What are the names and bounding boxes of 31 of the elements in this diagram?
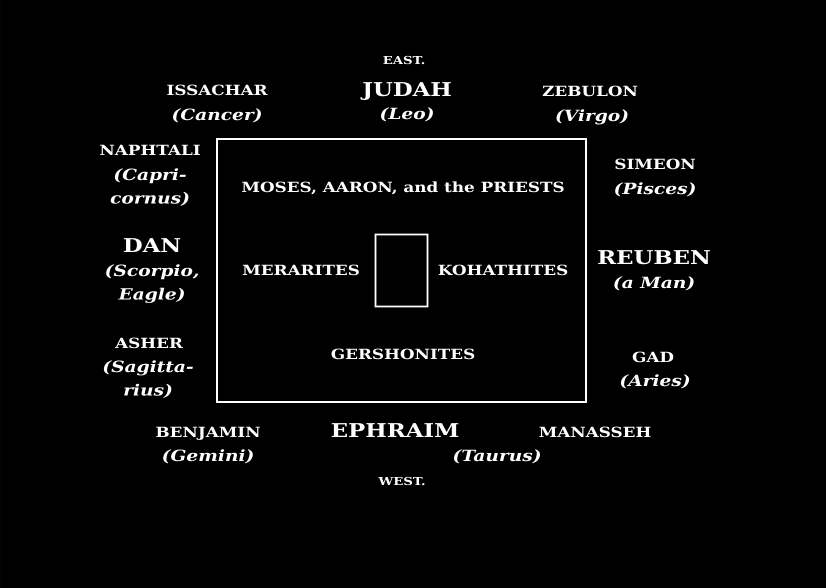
tribe-name: NAPHTALI [100, 144, 200, 155]
tribe-name: REUBEN [598, 250, 710, 264]
tribe-name: EPHRAIM [332, 423, 458, 437]
section-label: GERSHONITES [332, 348, 474, 360]
tribe-name: JUDAH [360, 82, 451, 100]
section-label: MERARITES [242, 264, 359, 276]
tribe-name: ASHER [114, 338, 183, 348]
tribe-name: GAD [632, 352, 674, 362]
section-label: KOHATHITES [438, 264, 568, 276]
zodiac-sign: (Cancer) [173, 108, 261, 122]
zodiac-sign: (Aries) [620, 374, 690, 388]
tribe-name: DAN [124, 238, 180, 252]
direction-label: WEST. [378, 476, 424, 486]
direction-label: EAST. [383, 56, 424, 64]
zodiac-sign: (Virgo) [556, 109, 628, 124]
tribe-name: MANASSEH [539, 426, 651, 438]
zodiac-sign: (Sagitta- rius) [104, 360, 193, 398]
camp-rectangle [216, 138, 587, 403]
tribe-name: ISSACHAR [167, 84, 268, 96]
zodiac-sign: (Taurus) [454, 449, 540, 464]
zodiac-sign: (Scorpio, Eagle) [106, 264, 198, 303]
tribe-name: ZEBULON [542, 86, 638, 96]
zodiac-sign: (Pisces) [615, 182, 695, 196]
zodiac-sign: (Gemini) [163, 449, 253, 464]
section-label: MOSES, AARON, and the PRIESTS [242, 181, 564, 194]
zodiac-sign: (a Man) [614, 276, 694, 290]
zodiac-sign: (Leo) [381, 107, 433, 122]
tribe-name: BENJAMIN [156, 426, 260, 440]
tribe-name: SIMEON [615, 158, 696, 170]
zodiac-sign: (Capri- cornus) [110, 168, 188, 206]
inner-rectangle [374, 234, 428, 308]
